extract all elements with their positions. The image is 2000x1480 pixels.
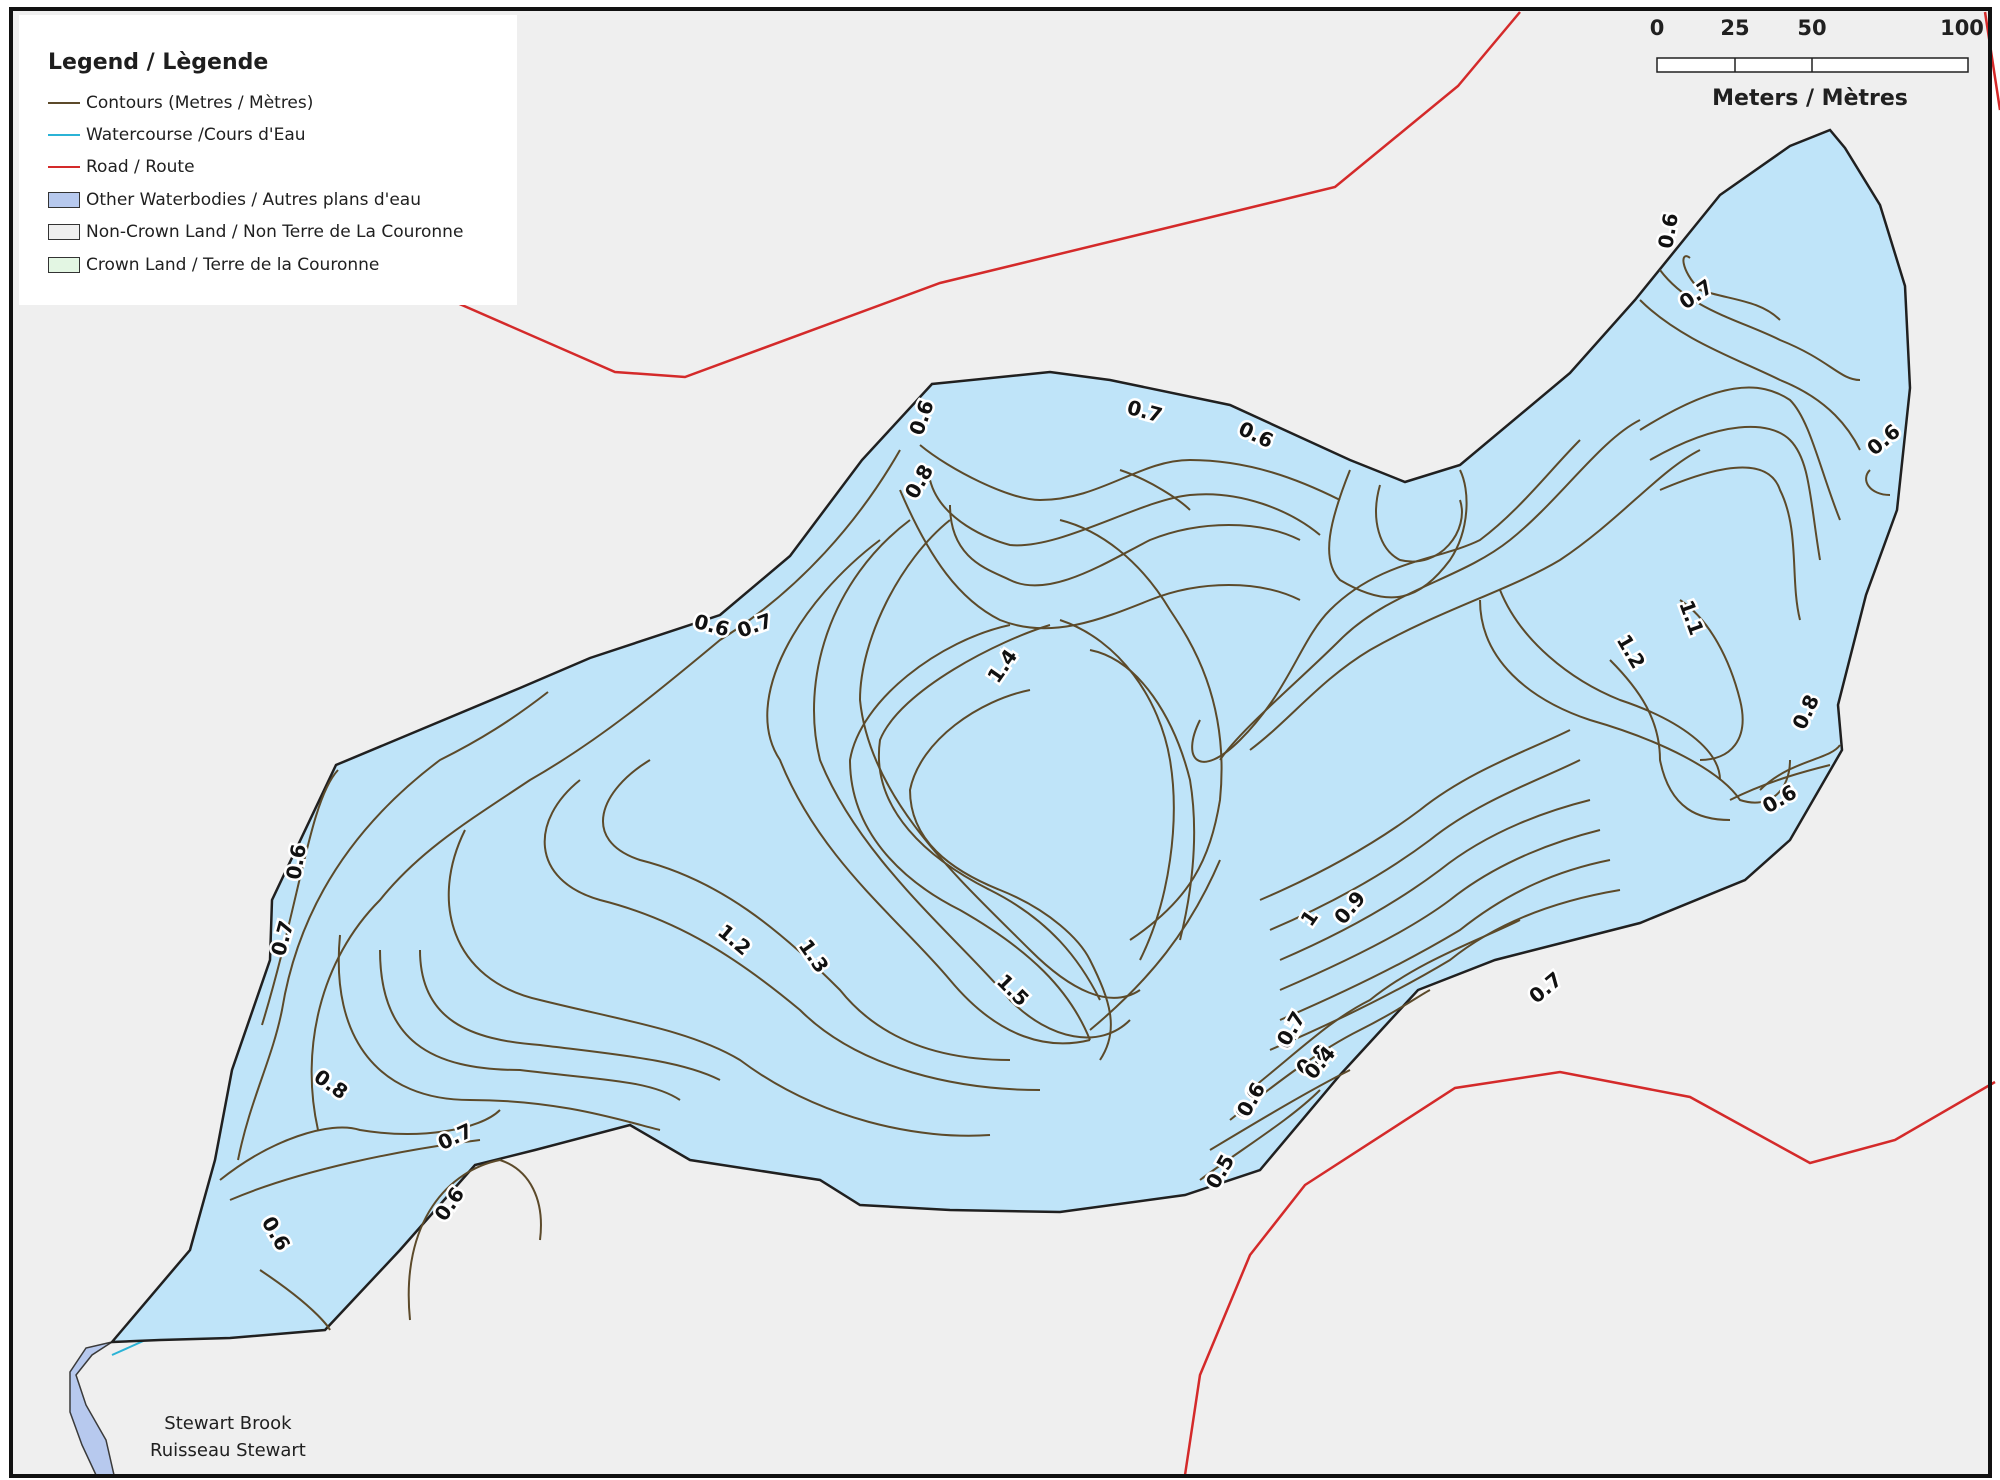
contour-line bbox=[1328, 469, 1468, 599]
legend-item-contours: Contours (Metres / Mètres) bbox=[48, 89, 313, 117]
map-border bbox=[9, 7, 1992, 1478]
contour-line bbox=[1059, 619, 1175, 961]
contour-line bbox=[1191, 439, 1581, 763]
contour-line bbox=[1679, 599, 1744, 761]
legend-panel: Legend / Lègende Contours (Metres / Mètr… bbox=[19, 15, 517, 305]
contour-line bbox=[877, 624, 1101, 1001]
contour-line bbox=[379, 949, 681, 1101]
contour-line bbox=[310, 449, 901, 1131]
contour-line bbox=[1089, 859, 1221, 1031]
contour-line bbox=[1729, 764, 1831, 801]
road-north bbox=[454, 11, 1521, 379]
contour-line bbox=[259, 1269, 331, 1331]
legend-label: Crown Land / Terre de la Couronne bbox=[86, 255, 380, 275]
legend-title: Legend / Lègende bbox=[48, 50, 269, 75]
contour-line bbox=[1229, 989, 1431, 1121]
legend-label: Road / Route bbox=[86, 157, 195, 177]
contour-line bbox=[602, 759, 1011, 1061]
contour-line bbox=[1865, 469, 1891, 496]
scale-tick-label: 100 bbox=[1940, 16, 1984, 40]
contour-lines bbox=[219, 255, 1891, 1331]
contour-line bbox=[1759, 744, 1841, 791]
non-crown-swatch bbox=[48, 224, 80, 240]
legend-label: Other Waterbodies / Autres plans d'eau bbox=[86, 190, 421, 210]
road-swatch bbox=[48, 166, 80, 168]
road-north-east bbox=[1983, 11, 2000, 111]
contour-line bbox=[1249, 919, 1521, 1091]
contour-line bbox=[949, 504, 1301, 587]
contour-line bbox=[447, 829, 991, 1137]
contour-line bbox=[419, 949, 721, 1081]
contour-line bbox=[1639, 299, 1861, 451]
scale-bar-labels: 0 25 50 100 bbox=[1640, 16, 1984, 44]
contour-line bbox=[929, 479, 1321, 547]
contour-line bbox=[407, 1158, 542, 1321]
contour-line bbox=[899, 489, 1301, 630]
legend-item-crown-land: Crown Land / Terre de la Couronne bbox=[48, 251, 379, 279]
contour-line bbox=[1375, 484, 1463, 563]
contour-line bbox=[1249, 449, 1701, 751]
contour-line bbox=[1609, 659, 1731, 821]
contour-line bbox=[1119, 469, 1191, 511]
contour-line bbox=[1269, 889, 1621, 1051]
contour-line bbox=[1279, 799, 1591, 961]
crown-swatch bbox=[48, 257, 80, 273]
legend-label: Contours (Metres / Mètres) bbox=[86, 93, 314, 113]
scale-units: Meters / Mètres bbox=[1712, 86, 1908, 111]
contour-swatch bbox=[48, 102, 80, 104]
contour-line bbox=[1279, 829, 1601, 991]
waterbody-swatch bbox=[48, 192, 80, 208]
contour-line bbox=[1259, 729, 1571, 901]
brook-label: Stewart Brook Ruisseau Stewart bbox=[150, 1410, 306, 1464]
contour-line bbox=[1499, 589, 1721, 781]
contour-line bbox=[919, 444, 1341, 502]
contour-line bbox=[219, 1109, 501, 1181]
contour-line bbox=[1639, 386, 1841, 521]
legend-item-non-crown-land: Non-Crown Land / Non Terre de La Couronn… bbox=[48, 218, 463, 246]
scale-tick-label: 25 bbox=[1720, 16, 1750, 40]
legend-label: Non-Crown Land / Non Terre de La Couronn… bbox=[86, 222, 464, 242]
contour-line bbox=[543, 779, 1041, 1091]
contour-line bbox=[1209, 1069, 1351, 1151]
contour-line bbox=[1269, 759, 1581, 931]
brook-name-fr: Ruisseau Stewart bbox=[150, 1440, 306, 1461]
legend-item-road: Road / Route bbox=[48, 153, 195, 181]
contour-line bbox=[237, 691, 549, 1161]
contour-line bbox=[261, 769, 339, 1026]
contour-line bbox=[813, 519, 1131, 1039]
contour-line bbox=[858, 519, 1141, 999]
contour-line bbox=[1199, 1089, 1321, 1181]
scale-tick-label: 0 bbox=[1649, 16, 1665, 40]
brook-name-en: Stewart Brook bbox=[164, 1413, 292, 1434]
contour-line bbox=[1682, 255, 1781, 321]
contour-line bbox=[1659, 466, 1801, 621]
contour-line bbox=[848, 624, 1091, 1041]
contour-line bbox=[908, 689, 1112, 1061]
scale-bar bbox=[1656, 57, 1969, 73]
contour-line bbox=[766, 539, 1091, 1045]
legend-item-watercourse: Watercourse /Cours d'Eau bbox=[48, 121, 306, 149]
lake bbox=[109, 128, 1912, 1344]
contour-line bbox=[1649, 425, 1821, 561]
legend-label: Watercourse /Cours d'Eau bbox=[86, 125, 306, 145]
contour-line bbox=[1659, 269, 1861, 381]
contour-line bbox=[1089, 649, 1196, 941]
contour-line bbox=[1219, 419, 1641, 761]
legend-item-waterbodies: Other Waterbodies / Autres plans d'eau bbox=[48, 186, 421, 214]
watercourse-swatch bbox=[48, 134, 80, 136]
contour-line bbox=[1279, 859, 1611, 1021]
scale-tick-label: 50 bbox=[1797, 16, 1827, 40]
contour-line bbox=[337, 934, 661, 1131]
contour-line bbox=[229, 1139, 481, 1201]
road-south-east bbox=[1183, 1070, 1996, 1476]
